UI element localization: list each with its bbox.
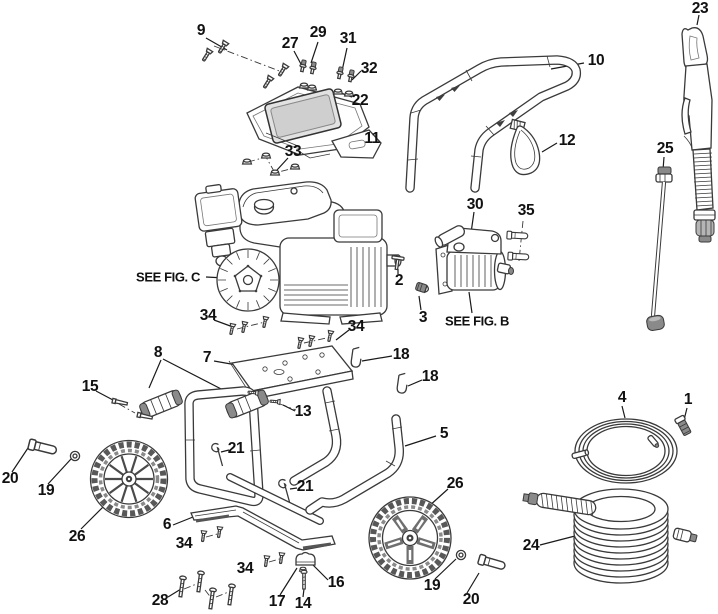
washer-19-right <box>455 549 467 561</box>
wheel-right <box>368 496 452 580</box>
clips-18 <box>349 345 410 395</box>
bolt-14 <box>300 569 308 590</box>
fitting-1 <box>674 414 692 436</box>
pump-assembly <box>434 225 514 295</box>
foot-bar <box>190 505 336 551</box>
axle-bolt-20-left <box>26 438 59 457</box>
bolts-28 <box>176 570 237 610</box>
engine-assembly <box>194 181 402 325</box>
clamp-16 <box>295 551 316 566</box>
spray-wand <box>646 166 673 331</box>
garden-hose-coil <box>571 418 678 484</box>
wheel-left <box>89 439 169 519</box>
nuts-33 <box>241 152 301 176</box>
fitting-3 <box>415 282 429 294</box>
screws-9 <box>200 39 290 90</box>
control-panel <box>246 86 382 159</box>
pressure-hose-coil <box>522 488 698 584</box>
frame-5 <box>289 386 405 515</box>
hose-strap <box>509 118 541 176</box>
bolt-2 <box>391 255 405 271</box>
cross-rail <box>226 473 324 525</box>
washer-19-left <box>69 450 81 462</box>
pump-bolts-35 <box>506 230 530 262</box>
handle-tube <box>405 55 582 193</box>
axle-bolt-20-right <box>476 553 507 572</box>
leader-lines <box>11 14 700 598</box>
spray-gun <box>681 27 716 243</box>
